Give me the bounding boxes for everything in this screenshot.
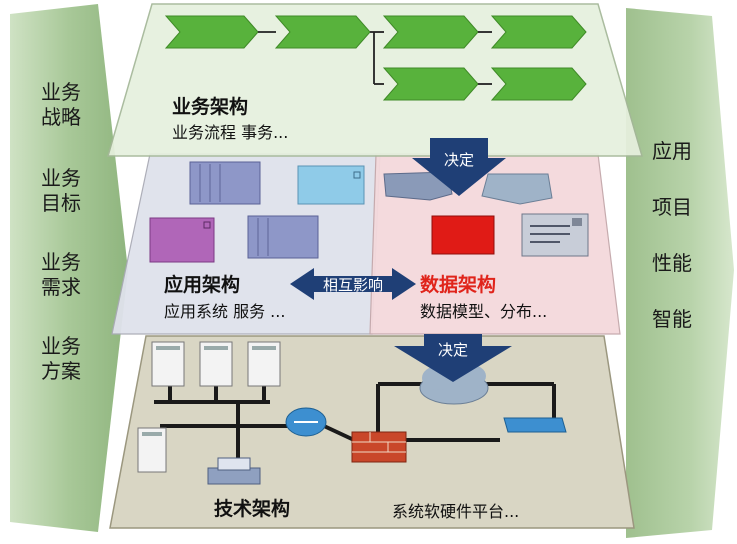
- right-outcome-panel: [626, 8, 734, 538]
- data-record-icon: [431, 215, 495, 255]
- mutual-influence-label: 相互影响: [322, 276, 383, 294]
- business-layer-title: 业务架构: [172, 96, 249, 118]
- data-document-icon: [521, 213, 589, 257]
- process-step: [164, 15, 259, 49]
- process-step: [490, 15, 587, 49]
- firewall-icon: [351, 431, 407, 463]
- label-line: 目标: [41, 191, 81, 215]
- right-label-performance: 性能: [652, 251, 692, 275]
- decide-bottom-arrow: [394, 334, 512, 382]
- process-step: [274, 15, 371, 49]
- decide-top-label: 决定: [443, 151, 474, 169]
- left-label-strategy: 业务 战略: [26, 80, 96, 130]
- app-database-icon: [247, 215, 319, 259]
- label-line: 需求: [41, 275, 81, 299]
- left-strategy-panel: [10, 4, 128, 532]
- workstation-icon: [137, 427, 167, 473]
- decide-bottom-label: 决定: [437, 341, 468, 359]
- server-icon: [247, 341, 281, 387]
- application-layer-subtitle: 应用系统 服务 ...: [164, 302, 286, 321]
- data-entity-shape: [481, 173, 553, 205]
- server-icon: [151, 341, 185, 387]
- technology-layer-subtitle: 系统软硬件平台...: [392, 502, 520, 521]
- mutual-arrow: [290, 268, 416, 300]
- right-label-project: 项目: [652, 195, 692, 219]
- label-line: 战略: [41, 105, 81, 129]
- app-service-icon: [297, 165, 365, 205]
- right-label-intelligence: 智能: [652, 307, 692, 331]
- router-icon: [285, 407, 327, 437]
- label-line: 业务: [41, 250, 81, 274]
- left-label-plan: 业务 方案: [26, 334, 96, 384]
- data-layer-title: 数据架构: [420, 274, 497, 296]
- application-layer-title: 应用架构: [164, 274, 241, 296]
- left-label-goal: 业务 目标: [26, 166, 96, 216]
- data-layer-subtitle: 数据模型、分布...: [420, 302, 548, 321]
- app-module-icon: [189, 161, 261, 205]
- label-line: 业务: [41, 80, 81, 104]
- switch-icon: [503, 417, 567, 433]
- technology-layer-title: 技术架构: [214, 498, 291, 520]
- label-line: 业务: [41, 334, 81, 358]
- label-line: 业务: [41, 166, 81, 190]
- app-component-icon: [149, 217, 215, 263]
- left-label-demand: 业务 需求: [26, 250, 96, 300]
- process-step: [382, 67, 479, 101]
- label-line: 方案: [41, 359, 81, 383]
- server-icon: [199, 341, 233, 387]
- right-label-application: 应用: [652, 139, 692, 163]
- process-step: [382, 15, 479, 49]
- printer-icon: [207, 457, 261, 485]
- process-step: [490, 67, 587, 101]
- business-layer-subtitle: 业务流程 事务...: [172, 123, 289, 142]
- decide-top-arrow: [412, 138, 506, 196]
